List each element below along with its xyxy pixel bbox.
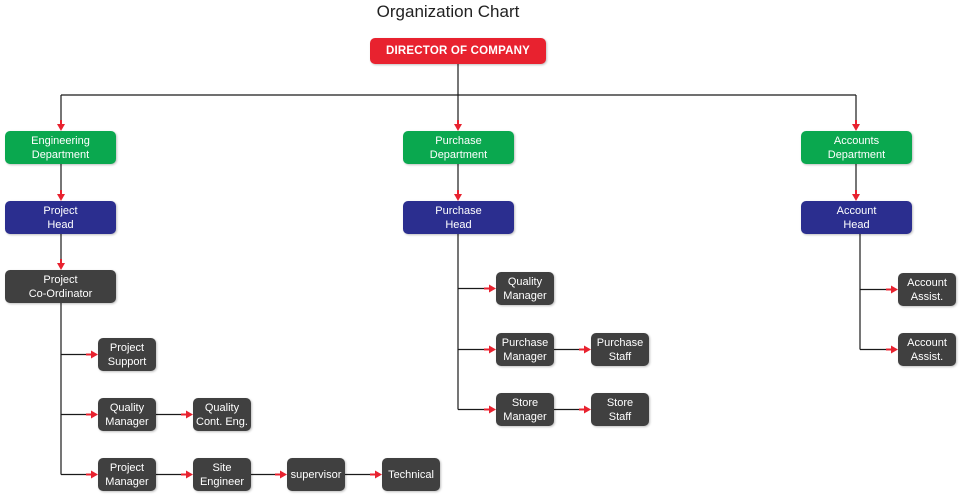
node-purchase-department: Purchase Department xyxy=(403,131,514,164)
node-project-coordinator: Project Co-Ordinator xyxy=(5,270,116,303)
arrow-down-icon xyxy=(57,263,65,270)
arrow-right-icon xyxy=(91,350,98,359)
node-quality-control-engineer: Quality Cont. Eng. xyxy=(193,398,251,431)
arrow-down-icon xyxy=(852,124,860,131)
node-accounts-department: Accounts Department xyxy=(801,131,912,164)
node-engineering-department: Engineering Department xyxy=(5,131,116,164)
arrow-down-icon xyxy=(454,194,462,201)
node-purchase-manager: Purchase Manager xyxy=(496,333,554,366)
arrow-down-icon xyxy=(852,194,860,201)
arrow-down-icon xyxy=(57,194,65,201)
arrow-right-icon xyxy=(375,470,382,479)
arrow-right-icon xyxy=(186,410,193,419)
node-purchase-staff: Purchase Staff xyxy=(591,333,649,366)
node-engineering-quality-manager: Quality Manager xyxy=(98,398,156,431)
arrow-right-icon xyxy=(489,405,496,414)
node-project-head: Project Head xyxy=(5,201,116,234)
node-site-engineer: Site Engineer xyxy=(193,458,251,491)
node-purchase-head: Purchase Head xyxy=(403,201,514,234)
node-account-head: Account Head xyxy=(801,201,912,234)
arrow-right-icon xyxy=(584,345,591,354)
node-store-staff: Store Staff xyxy=(591,393,649,426)
node-account-assistant-2: Account Assist. xyxy=(898,333,956,366)
arrow-right-icon xyxy=(489,345,496,354)
arrow-right-icon xyxy=(891,345,898,354)
node-purchase-quality-manager: Quality Manager xyxy=(496,272,554,305)
arrow-down-icon xyxy=(57,124,65,131)
arrow-right-icon xyxy=(91,470,98,479)
arrow-right-icon xyxy=(280,470,287,479)
node-director: DIRECTOR OF COMPANY xyxy=(370,38,546,64)
arrow-right-icon xyxy=(489,284,496,293)
node-store-manager: Store Manager xyxy=(496,393,554,426)
node-technical: Technical xyxy=(382,458,440,491)
node-account-assistant-1: Account Assist. xyxy=(898,273,956,306)
arrow-right-icon xyxy=(891,285,898,294)
node-project-manager: Project Manager xyxy=(98,458,156,491)
arrow-right-icon xyxy=(91,410,98,419)
node-supervisor: supervisor xyxy=(287,458,345,491)
arrow-right-icon xyxy=(186,470,193,479)
arrow-down-icon xyxy=(454,124,462,131)
chart-title: Organization Chart xyxy=(376,2,520,21)
node-project-support: Project Support xyxy=(98,338,156,371)
arrow-right-icon xyxy=(584,405,591,414)
